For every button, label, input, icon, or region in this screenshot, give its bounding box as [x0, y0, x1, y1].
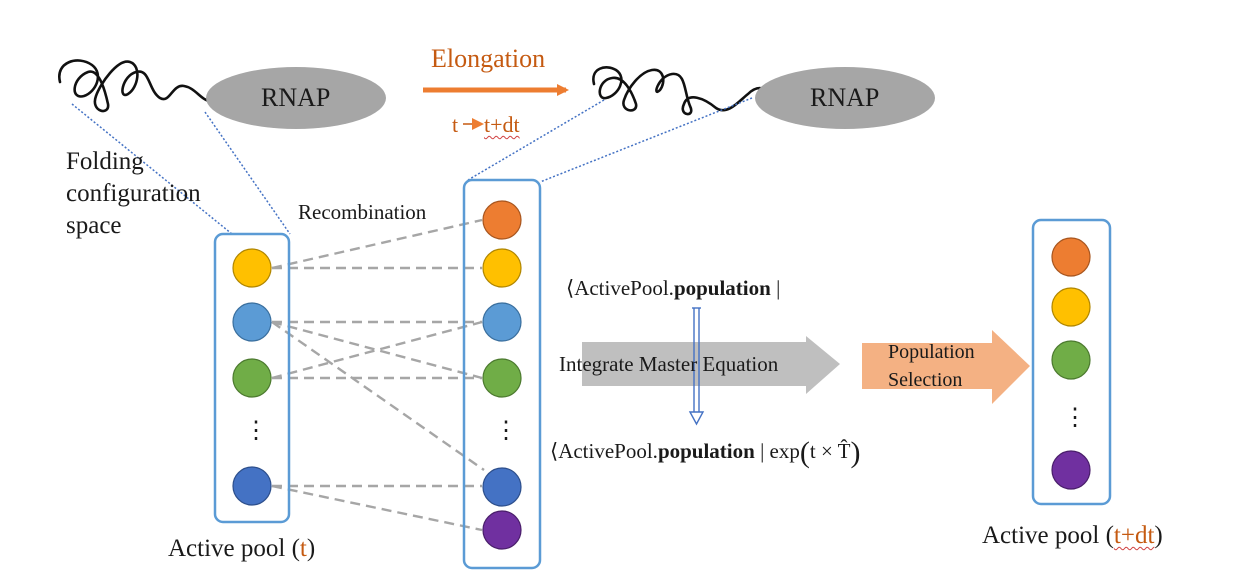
rna-strand-right	[592, 66, 762, 116]
rnap-right-label: RNAP	[810, 83, 880, 112]
pool-left-time: t	[299, 535, 307, 562]
selection-arrow	[862, 330, 1030, 404]
ellipsis-right: ⋮	[1063, 405, 1087, 431]
active-pool-right-box	[1031, 218, 1112, 506]
equation-bottom: ⟨ActivePool.population | exp(t × T̂)	[550, 436, 861, 470]
pool-right-time: t+dt	[1113, 522, 1155, 549]
pool-left-circle-green	[232, 358, 272, 398]
time-from-label: t	[452, 112, 459, 137]
pool-right-prefix: Active pool (	[982, 522, 1114, 549]
active-pool-left-box	[213, 232, 291, 524]
selection-label-line1: Population	[888, 341, 975, 363]
pool-right-circle-green	[1051, 340, 1091, 380]
recombination-lines	[271, 218, 485, 532]
equation-top-prefix: ⟨ActivePool.	[566, 276, 674, 300]
active-pool-right-label: Active pool (t+dt)	[982, 522, 1163, 550]
ellipsis-middle: ⋮	[494, 418, 518, 444]
paren-close: )	[850, 436, 861, 469]
pool-middle-circle-purple	[482, 510, 522, 550]
equation-bottom-arg: t × T̂	[809, 439, 851, 463]
elongation-label: Elongation	[431, 44, 546, 73]
integrate-label: Integrate Master Equation	[559, 352, 779, 376]
active-pool-left-label: Active pool (t)	[168, 535, 315, 563]
pool-right-circle-yellow	[1051, 287, 1091, 327]
ellipsis-left: ⋮	[244, 418, 268, 444]
equation-bottom-suffix: | exp	[754, 439, 800, 463]
rnap-left-label: RNAP	[261, 83, 331, 112]
folding-label-line2: configuration	[66, 180, 201, 207]
pool-left-suffix: )	[306, 535, 316, 562]
time-to-text: t+dt	[484, 112, 520, 137]
rnap-right-ellipse	[755, 67, 935, 129]
pool-left-circle-lightblue	[232, 302, 272, 342]
equation-bottom-bold: population	[657, 439, 755, 463]
rnap-left-ellipse	[206, 67, 386, 129]
active-pool-middle-box	[462, 178, 542, 570]
folding-label-line3: space	[66, 212, 122, 239]
operator-arrow	[688, 307, 705, 426]
time-to-label: t+dt	[484, 112, 520, 138]
pool-right-circle-orange	[1051, 237, 1091, 277]
pool-middle-circle-green	[482, 358, 522, 398]
pool-middle-circle-darkblue	[482, 467, 522, 507]
projection-line	[204, 111, 291, 235]
pool-left-circle-darkblue	[232, 466, 272, 506]
equation-top-bold: population	[673, 276, 771, 300]
pool-middle-circle-lightblue	[482, 302, 522, 342]
pool-left-prefix: Active pool (	[168, 535, 300, 562]
selection-label-line2: Selection	[888, 369, 963, 391]
pool-right-circle-purple	[1051, 450, 1091, 490]
equation-top: ⟨ActivePool.population |	[566, 276, 780, 301]
pool-middle-circle-orange	[482, 200, 522, 240]
equation-bottom-prefix: ⟨ActivePool.	[550, 439, 658, 463]
equation-top-suffix: |	[770, 276, 781, 300]
pool-right-suffix: )	[1154, 522, 1163, 549]
integrate-arrow	[582, 336, 840, 394]
pool-left-circle-yellow	[232, 248, 272, 288]
paren-open: (	[799, 436, 810, 469]
pool-middle-circle-yellow	[482, 248, 522, 288]
projection-line	[539, 97, 753, 183]
folding-label-line1: Folding	[66, 148, 144, 175]
rna-strand-left	[58, 59, 214, 113]
recombination-label: Recombination	[298, 200, 427, 224]
